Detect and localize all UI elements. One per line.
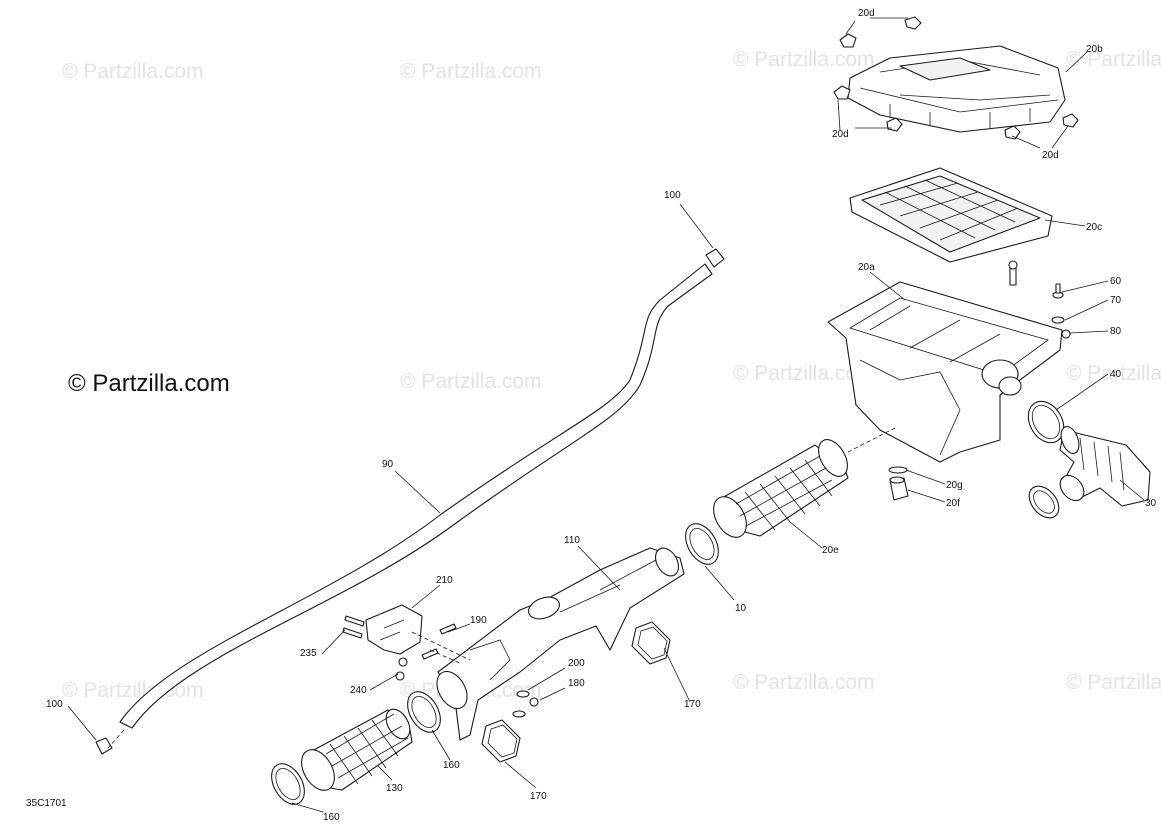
callout-20d: 20d bbox=[1042, 150, 1059, 161]
callout-110: 110 bbox=[564, 535, 580, 546]
mounting-bracket bbox=[365, 604, 423, 655]
callout-210: 210 bbox=[436, 575, 453, 586]
callout-170: 170 bbox=[684, 699, 701, 710]
watermark: © Partzilla.com bbox=[62, 60, 204, 83]
hose-clamp bbox=[271, 691, 441, 805]
callout-20a: 20a bbox=[858, 262, 875, 273]
flange-nut bbox=[395, 657, 408, 681]
callout-130: 130 bbox=[386, 783, 403, 794]
callout-170: 170 bbox=[530, 791, 547, 802]
hose-end-fitting bbox=[95, 248, 725, 755]
callout-200: 200 bbox=[568, 658, 585, 669]
intake-bellow bbox=[713, 439, 849, 538]
hose-clamp bbox=[685, 523, 719, 565]
callout-20e: 20e bbox=[822, 545, 839, 556]
watermark: © Partzilla.com bbox=[733, 48, 875, 71]
callout-10: 10 bbox=[735, 603, 747, 614]
callout-40: 40 bbox=[1110, 369, 1122, 380]
watermark: © Partzilla.com bbox=[1066, 48, 1161, 71]
callout-240: 240 bbox=[350, 685, 367, 696]
watermark: © Partzilla.com bbox=[400, 60, 542, 83]
watermark: © Partzilla.com bbox=[62, 679, 204, 702]
callout-20b: 20b bbox=[1086, 44, 1103, 55]
callout-20d: 20d bbox=[832, 129, 849, 140]
leader-lines bbox=[67, 17, 1145, 813]
callout-70: 70 bbox=[1110, 295, 1122, 306]
hose-clamp bbox=[1027, 400, 1065, 444]
callout-80: 80 bbox=[1110, 326, 1122, 337]
diagram-code: 35C1701 bbox=[26, 798, 67, 809]
vent-hose bbox=[119, 263, 713, 729]
watermark: © Partzilla.com bbox=[1066, 362, 1161, 385]
callout-20g: 20g bbox=[946, 480, 963, 491]
hose-clamp bbox=[1028, 485, 1060, 519]
copyright-notice: © Partzilla.com bbox=[68, 370, 230, 397]
callout-60: 60 bbox=[1110, 276, 1122, 287]
callout-20f: 20f bbox=[946, 498, 960, 509]
air-filter-element bbox=[849, 167, 1053, 263]
watermark: © Partzilla.com bbox=[400, 370, 542, 393]
drain-valve bbox=[888, 466, 909, 501]
air-box-cover bbox=[847, 45, 1066, 133]
callout-180: 180 bbox=[568, 678, 585, 689]
watermark: © Partzilla.com bbox=[1066, 671, 1161, 694]
intake-elbow-hose bbox=[1059, 426, 1151, 507]
callout-190: 190 bbox=[470, 615, 487, 626]
callout-160: 160 bbox=[443, 760, 460, 771]
washer-nut bbox=[512, 690, 539, 718]
callout-100: 100 bbox=[46, 699, 63, 710]
air-box-base bbox=[827, 281, 1063, 463]
callout-labels: 20d 20b 20d 20d 20c 20a 60 70 80 40 20g … bbox=[46, 8, 1157, 823]
bolt-hardware bbox=[1008, 260, 1071, 339]
watermark: © Partzilla.com bbox=[733, 671, 875, 694]
intake-duct bbox=[436, 547, 685, 741]
assembly-guide-line bbox=[411, 631, 471, 665]
callout-235: 235 bbox=[300, 648, 317, 659]
callout-20d: 20d bbox=[858, 8, 875, 19]
callout-160: 160 bbox=[323, 812, 340, 823]
callout-20c: 20c bbox=[1086, 222, 1102, 233]
bracket-bolt bbox=[342, 615, 365, 639]
duct-gasket bbox=[481, 621, 671, 763]
watermark: © Partzilla.com bbox=[733, 362, 875, 385]
callout-30: 30 bbox=[1145, 498, 1157, 509]
lower-bellow bbox=[301, 708, 413, 791]
callout-90: 90 bbox=[382, 459, 394, 470]
callout-100: 100 bbox=[664, 190, 681, 201]
assembly-guide-line bbox=[847, 427, 896, 453]
